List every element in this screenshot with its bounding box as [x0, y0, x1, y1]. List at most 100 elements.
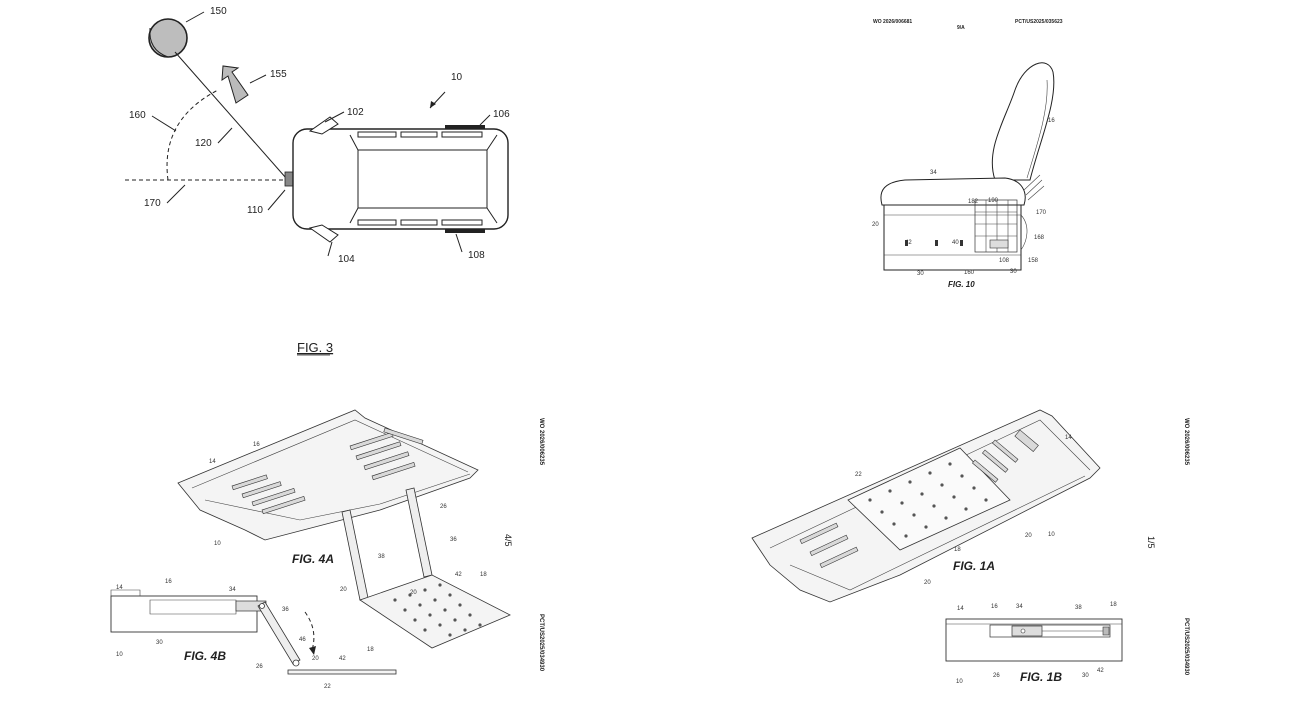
- label-1b-30: 30: [1082, 673, 1089, 679]
- header-pct-number: PCT/US2025/035623: [1015, 19, 1063, 25]
- label-part-158: 158: [1028, 258, 1039, 264]
- label-4b-14: 14: [116, 585, 123, 591]
- label-4b-26: 26: [256, 664, 263, 670]
- label-1a-20b: 20: [924, 580, 931, 586]
- seat-mechanism: [974, 199, 1018, 253]
- fig4b-pivot-bottom: [292, 659, 300, 667]
- window-6: [441, 219, 483, 226]
- label-part-190: 190: [988, 198, 999, 204]
- label-part-40: 40: [952, 240, 959, 246]
- window-1: [357, 131, 397, 138]
- label-160: 160: [129, 110, 146, 121]
- vehicle-body: [292, 128, 509, 230]
- fig1a-diagram: 22 14 18 20 10 20 FIG. 1A: [751, 409, 1101, 603]
- label-part-160: 160: [964, 270, 975, 276]
- fig1a-slots: [799, 429, 1039, 569]
- page-number-left: 4/5: [503, 534, 513, 547]
- base-clip-3: [960, 240, 963, 246]
- fig1a-title: FIG. 1A: [953, 559, 995, 573]
- arrow-155: [221, 65, 249, 104]
- side-label-bottom-left: PCT/US2025/034930: [538, 614, 544, 672]
- base-clip-2: [935, 240, 938, 246]
- leader-160: [151, 115, 177, 132]
- mirror-102: [308, 116, 339, 135]
- side-label-top-right: WO 2026/006235: [1183, 418, 1189, 466]
- fig4a-title: FIG. 4A: [292, 552, 334, 566]
- window-5: [400, 219, 438, 226]
- seat-cable: [1020, 214, 1028, 251]
- fig4b-pivot-top: [259, 603, 265, 609]
- ball-150: [148, 18, 188, 58]
- label-1a-22: 22: [855, 472, 862, 478]
- label-part-30b: 30: [1010, 269, 1017, 275]
- label-1b-26: 26: [993, 673, 1000, 679]
- label-155: 155: [270, 69, 287, 80]
- fig4b-title: FIG. 4B: [184, 649, 226, 663]
- leader-106: [479, 114, 491, 126]
- line-120: [174, 51, 287, 179]
- label-106: 106: [493, 109, 510, 120]
- rear-window: [486, 134, 498, 224]
- label-1a-10: 10: [1048, 532, 1055, 538]
- fig1b-end-stop: [1102, 626, 1110, 636]
- label-4a-18: 18: [480, 572, 487, 578]
- label-120: 120: [195, 138, 212, 149]
- mirror-104: [308, 224, 339, 243]
- side-label-top-left: WO 2026/006235: [538, 418, 544, 466]
- backrest-seam: [1026, 79, 1048, 179]
- window-4: [357, 219, 397, 226]
- label-4b-46: 46: [299, 637, 306, 643]
- seat-wires: [1023, 174, 1045, 201]
- label-4b-30: 30: [156, 640, 163, 646]
- fig4a-diagram: 14 16 10 26 36 38 20 20 42 18 FIG. 4A: [177, 409, 511, 649]
- label-4b-16: 16: [165, 579, 172, 585]
- label-4a-38: 38: [378, 554, 385, 560]
- label-part-30: 30: [917, 271, 924, 277]
- label-4a-20b: 20: [410, 590, 417, 596]
- label-150: 150: [210, 6, 227, 17]
- fig1b-slider-34: [1011, 625, 1043, 637]
- label-170: 170: [144, 198, 161, 209]
- label-4a-20: 20: [340, 587, 347, 593]
- leader-155: [249, 74, 267, 84]
- label-1a-14: 14: [1065, 435, 1072, 441]
- window-2: [400, 131, 438, 138]
- fig4b-housing-inner: [110, 589, 237, 615]
- label-part-182: 182: [968, 199, 979, 205]
- label-108: 108: [468, 250, 485, 261]
- fig4a-plate-holes: [393, 583, 482, 637]
- leader-108: [455, 233, 463, 253]
- sensor-110: [284, 171, 294, 187]
- fig4a-plate-18: [359, 574, 511, 649]
- label-4a-36: 36: [450, 537, 457, 543]
- label-4a-26: 26: [440, 504, 447, 510]
- fig4b-plate: [287, 669, 397, 675]
- page-number-right: 1/5: [1146, 536, 1156, 549]
- label-1b-38: 38: [1075, 605, 1082, 611]
- label-4b-42: 42: [339, 656, 346, 662]
- label-4a-42: 42: [455, 572, 462, 578]
- fig4b-swing-arrowhead: [309, 646, 316, 655]
- leader-150: [185, 11, 205, 23]
- fig1b-pivot: [1020, 628, 1026, 634]
- side-label-bottom-right: PCT/US2025/034930: [1183, 618, 1189, 676]
- fig1b-diagram: 14 16 34 38 18 10 26 30 42 FIG. 1B: [945, 602, 1123, 685]
- fig1a-plate-holes: [868, 462, 988, 538]
- fig10-diagram: WO 2026/006681 PCT/US2025/035623 9/A: [872, 19, 1063, 289]
- label-1a-18: 18: [954, 547, 961, 553]
- label-1b-16: 16: [991, 604, 998, 610]
- label-4b-10: 10: [116, 652, 123, 658]
- leader-120: [217, 127, 233, 144]
- wheel-108: [445, 229, 485, 233]
- label-1b-42: 42: [1097, 668, 1104, 674]
- label-1b-18: 18: [1110, 602, 1117, 608]
- fig4b-diagram: 14 16 34 30 36 46 10 26 20 42 18 22 FIG.…: [110, 579, 397, 690]
- label-104: 104: [338, 254, 355, 265]
- arc-160: [166, 89, 219, 181]
- label-4a-14: 14: [209, 459, 216, 465]
- label-cushion: 34: [930, 170, 937, 176]
- label-1b-10: 10: [956, 679, 963, 685]
- ball-outline: [149, 27, 169, 58]
- fig4a-link-36: [405, 487, 433, 578]
- leader-10-arrowhead: [430, 101, 436, 108]
